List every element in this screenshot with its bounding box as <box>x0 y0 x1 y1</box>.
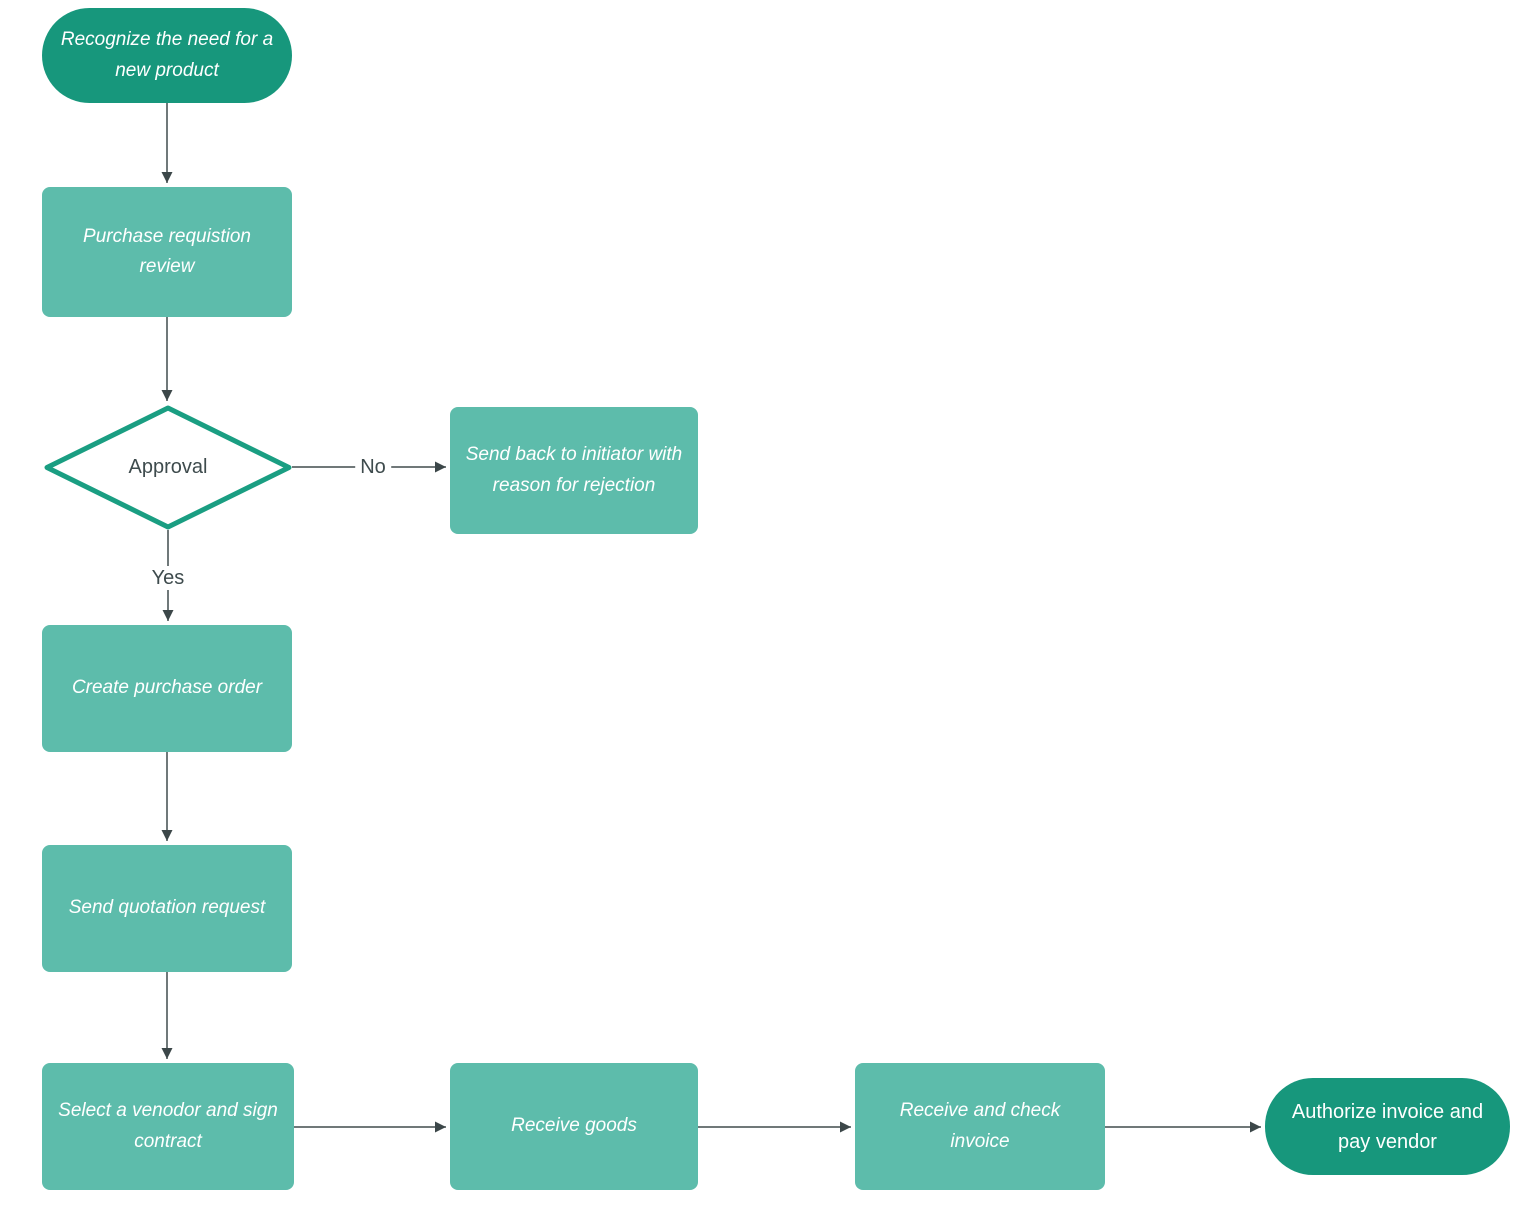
node-send-back-initiator: Send back to initiator with reason for r… <box>450 407 698 534</box>
node-receive-goods: Receive goods <box>450 1063 698 1190</box>
node-select-vendor-sign-contract: Select a venodor and sign contract <box>42 1063 294 1190</box>
decision-diamond-shape <box>44 405 292 530</box>
node-label: Receive and check invoice <box>899 1100 1061 1152</box>
node-label: Receive goods <box>511 1115 637 1137</box>
node-authorize-invoice-pay-vendor: Authorize invoice and pay vendor <box>1265 1078 1510 1175</box>
node-label: Send back to initiator with reason for r… <box>465 444 683 496</box>
node-label: Purchase requistion review <box>83 225 251 277</box>
node-purchase-requisition-review: Purchase requistion review <box>42 187 292 317</box>
edge-label-yes: Yes <box>146 566 190 590</box>
edge-label-no: No <box>355 455 391 479</box>
node-label: Create purchase order <box>71 677 263 699</box>
node-create-purchase-order: Create purchase order <box>42 625 292 752</box>
node-recognize-need: Recognize the need for a new product <box>42 8 292 103</box>
node-label: Authorize invoice and pay vendor <box>1291 1100 1484 1153</box>
node-label: Send quotation request <box>68 897 266 919</box>
node-label: Approval <box>128 455 208 478</box>
node-approval-decision: Approval <box>44 405 292 530</box>
node-send-quotation-request: Send quotation request <box>42 845 292 972</box>
node-label: Select a venodor and sign contract <box>58 1100 278 1152</box>
node-receive-check-invoice: Receive and check invoice <box>855 1063 1105 1190</box>
node-label: Recognize the need for a new product <box>60 29 274 81</box>
